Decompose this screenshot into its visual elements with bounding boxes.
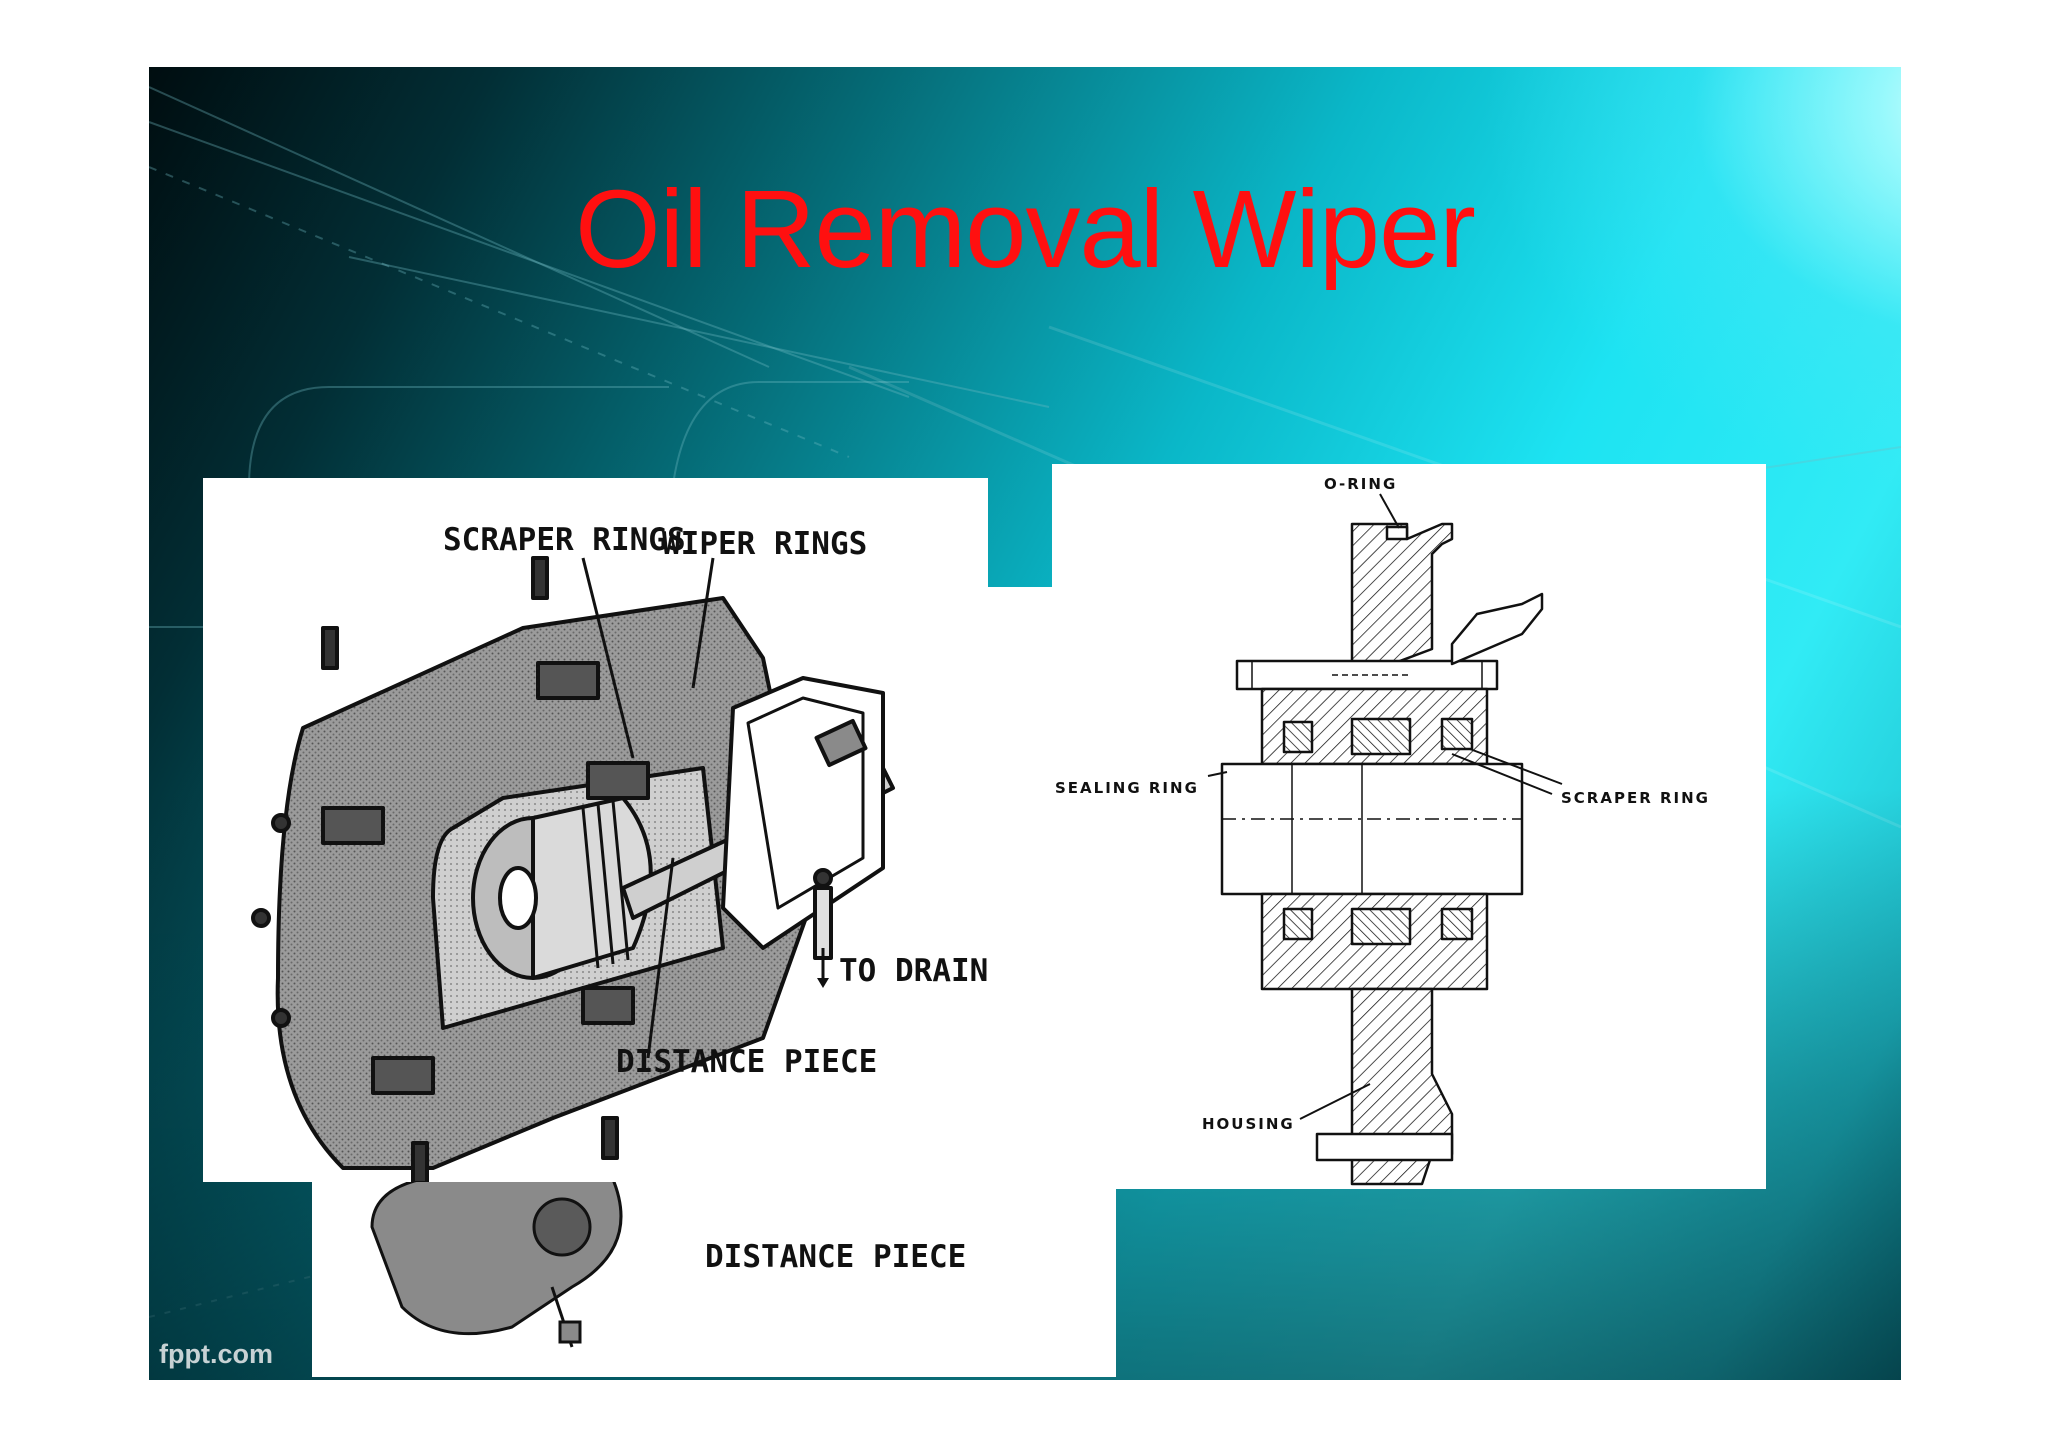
sealing-ring-label: SEALING RING (1055, 779, 1199, 797)
o-ring-label: O-RING (1324, 475, 1397, 493)
wiper-rings-label: WIPER RINGS (662, 526, 867, 562)
behind-distance-piece-label: DISTANCE PIECE (705, 1239, 966, 1275)
cutaway-drawing: SCRAPER RINGS WIPER RINGS TO DRAIN DISTA… (251, 522, 988, 1182)
cutaway-duplicate-drawing: DISTANCE PIECE (370, 677, 1072, 1348)
slide: Oil Removal Wiper DISTANCE PIECE (149, 67, 1901, 1380)
housing-label: HOUSING (1202, 1115, 1295, 1133)
scraper-rings-label: SCRAPER RINGS (443, 522, 686, 558)
scraper-ring-label: SCRAPER RING (1561, 789, 1710, 807)
figure-cutaway: SCRAPER RINGS WIPER RINGS TO DRAIN DISTA… (203, 478, 988, 1182)
footer-brand: fppt.com (159, 1339, 273, 1369)
distance-piece-label: DISTANCE PIECE (616, 1044, 877, 1080)
section-drawing: O-RING SEALING RING SCRAPER RING HOUSING (1055, 475, 1710, 1186)
figure-section: O-RING SEALING RING SCRAPER RING HOUSING (1052, 464, 1766, 1189)
slide-title: Oil Removal Wiper (575, 168, 1476, 291)
to-drain-label: TO DRAIN (839, 953, 988, 989)
